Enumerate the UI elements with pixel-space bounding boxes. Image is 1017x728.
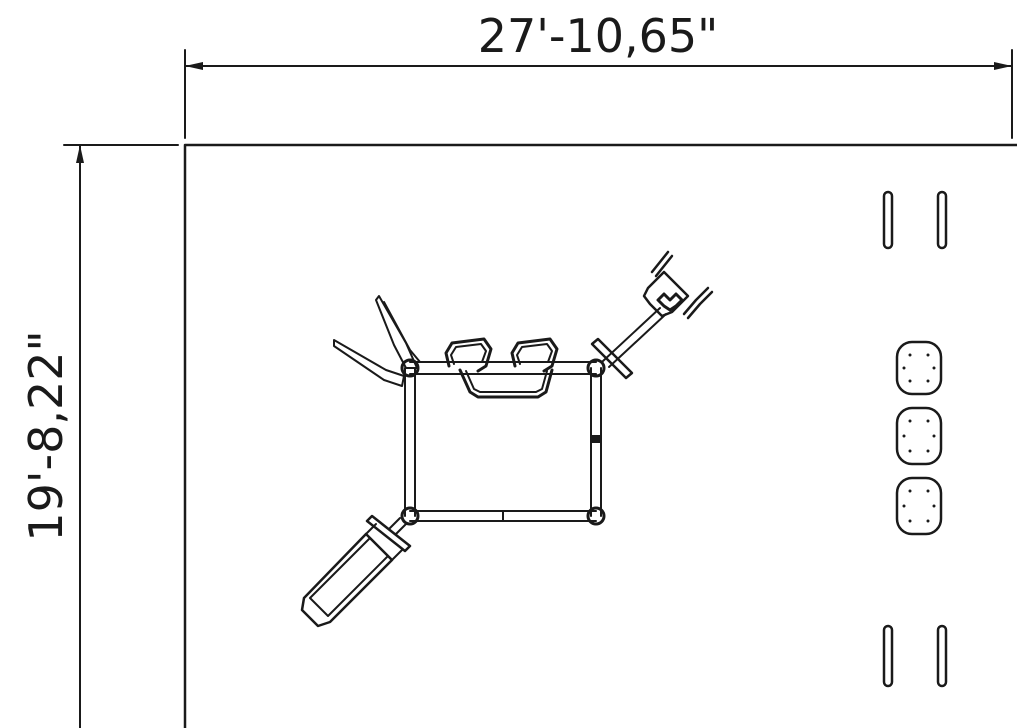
double-seat-panel (444, 337, 559, 399)
bench-posts-top (882, 190, 948, 250)
site-boundary (183, 143, 1017, 728)
angled-arm-bottom-left (300, 514, 412, 628)
width-dimension-label: 27'-10,65" (478, 9, 719, 63)
bench-posts-bottom (882, 624, 948, 688)
arm-seat-top-right (642, 270, 690, 318)
dimension-arrow-top (76, 145, 84, 163)
stepping-pod-2 (895, 406, 943, 466)
post-top-right (586, 358, 606, 378)
height-dimension-label: 19'-8,22" (19, 330, 73, 541)
stepping-pod-3 (895, 476, 943, 536)
play-structure-frame (400, 358, 606, 526)
dimension-arrow-right (994, 62, 1012, 70)
seat-right (510, 337, 559, 373)
seat-left (444, 337, 493, 373)
width-dimension: 27'-10,65" (184, 9, 1013, 139)
post-bottom-left (400, 506, 420, 526)
post-bottom-right (586, 506, 606, 526)
angled-arm-top-right (590, 250, 714, 380)
dimension-arrow-left (185, 62, 203, 70)
stepping-pods (895, 340, 943, 536)
chevron-climber (333, 295, 421, 387)
height-dimension: 19'-8,22" (19, 144, 179, 728)
stepping-pod-1 (895, 340, 943, 396)
frame-beams (404, 361, 602, 522)
